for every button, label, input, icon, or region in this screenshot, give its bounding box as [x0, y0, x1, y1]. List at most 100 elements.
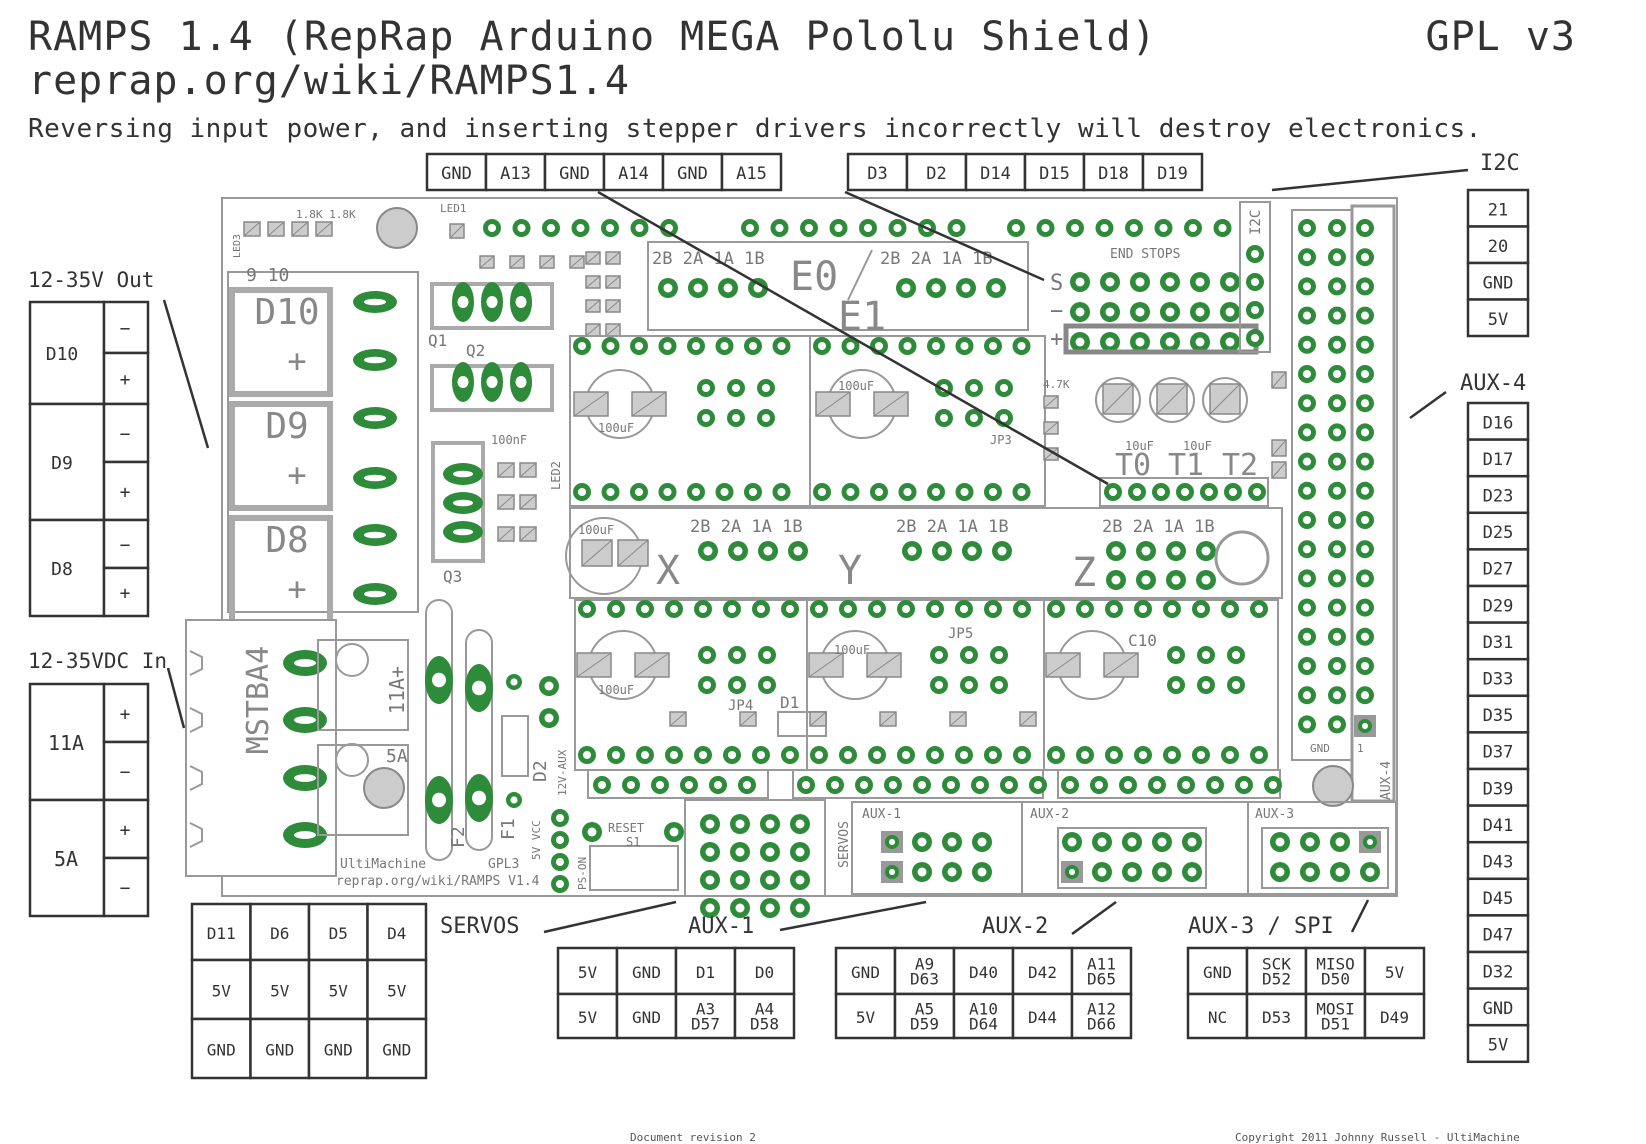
hatch-line: [585, 299, 601, 313]
pad-hole: [735, 875, 745, 885]
pin-cell: [1466, 261, 1530, 301]
pad-hole: [1302, 545, 1312, 554]
pad-hole: [576, 223, 585, 233]
x-coil-label: 2B 2A 1A 1B: [690, 517, 803, 537]
pad-hole: [1152, 780, 1162, 790]
pad-hole: [777, 341, 786, 351]
pin-cell: [1466, 548, 1530, 588]
pad-hole: [901, 283, 911, 293]
pad-hole: [634, 487, 644, 497]
pad-hole: [1360, 574, 1370, 583]
pad-hole: [1165, 277, 1175, 287]
pad-hole: [988, 341, 998, 351]
pad-hole: [364, 414, 386, 422]
pad-hole: [1228, 487, 1238, 497]
pad-hole: [1159, 223, 1168, 233]
pin-cell: [543, 152, 606, 192]
z-label: Z: [1072, 550, 1096, 596]
pad-hole: [1239, 780, 1249, 790]
pad-hole: [705, 847, 715, 857]
pad-hole: [1105, 337, 1115, 347]
pad-hole: [994, 650, 1004, 660]
pad-hole: [1171, 575, 1181, 585]
pin-cell: [556, 992, 619, 1040]
pad-hole: [1111, 575, 1121, 585]
hatch-line: [585, 251, 601, 265]
pad-hole: [1332, 632, 1342, 641]
pad-hole: [727, 604, 737, 614]
polyfuse: [335, 643, 369, 677]
hatch-line: [315, 221, 333, 237]
pad-hole: [765, 819, 775, 829]
pad-hole: [1167, 604, 1177, 614]
pad-hole: [1302, 340, 1312, 349]
aux3-board-outline: [1247, 801, 1397, 895]
pin-label: D53: [1262, 1008, 1291, 1027]
pad-hole: [1360, 691, 1370, 700]
hatch-line: [1156, 383, 1188, 415]
pad-hole: [515, 376, 527, 388]
pad-hole: [795, 875, 805, 885]
pad-hole: [969, 383, 979, 393]
pin-label: D0: [755, 963, 774, 982]
pad-hole: [472, 680, 486, 696]
pad-hole: [907, 546, 917, 556]
diode-d2-outline: [501, 715, 529, 777]
pad-hole: [1135, 307, 1145, 317]
pad-hole: [1171, 650, 1181, 660]
pad-hole: [1332, 603, 1342, 612]
pin-label: D33: [1483, 670, 1514, 690]
i2c-vertical-label: I2C: [1248, 210, 1264, 235]
pin-cell: [28, 798, 106, 918]
hatch-line: [1271, 439, 1287, 457]
hatch-line: [634, 652, 670, 678]
gnd-label: GND: [1310, 742, 1330, 755]
pad-hole: [763, 546, 773, 556]
servos-label: SERVOS: [440, 914, 519, 939]
pin-label: GND: [632, 963, 661, 982]
pad-hole: [705, 819, 715, 829]
pin-label: GND: [632, 1008, 661, 1027]
input-rating: 5A: [54, 847, 78, 871]
pin-cell: [1141, 152, 1204, 192]
pad-hole: [1332, 399, 1342, 408]
pad-hole: [964, 650, 974, 660]
pad-hole: [1187, 837, 1197, 847]
pin-label: D3: [867, 164, 887, 184]
plus-label: +: [287, 342, 306, 380]
mosfet-area-outline: [227, 271, 419, 613]
pad-hole: [1302, 428, 1312, 437]
pad-hole: [713, 780, 723, 790]
pin-cell: [905, 152, 968, 192]
hatch-line: [519, 494, 537, 510]
hatch-line: [808, 652, 844, 678]
aux3-header: [1261, 827, 1389, 889]
pin-label: D15: [1039, 164, 1070, 184]
pin-label: D6: [270, 924, 289, 943]
endstop-s-label: S: [1050, 271, 1063, 296]
pad-hole: [294, 774, 316, 782]
pad-hole: [1302, 603, 1312, 612]
pad-hole: [1332, 428, 1342, 437]
pin-label: A13: [500, 164, 531, 184]
pad-hole: [742, 780, 752, 790]
pad-hole: [830, 780, 840, 790]
plus-label: +: [120, 820, 131, 841]
pad-hole: [1231, 650, 1241, 660]
aux3-board-label: AUX-3: [1255, 807, 1294, 822]
pin-cell: [1466, 621, 1530, 661]
c10-label: C10: [1128, 631, 1157, 650]
pad-hole: [947, 867, 957, 877]
pad-hole: [1250, 277, 1260, 287]
pad-hole: [693, 283, 703, 293]
warning-text: Reversing input power, and inserting ste…: [28, 114, 1482, 144]
hatch-line: [605, 299, 621, 313]
pad-hole: [1129, 223, 1139, 233]
resistor-4k7-label: 4.7K: [1043, 378, 1070, 391]
servos-vertical-label: SERVOS: [837, 821, 852, 868]
pad-hole: [874, 487, 884, 497]
pad-hole: [640, 604, 650, 614]
